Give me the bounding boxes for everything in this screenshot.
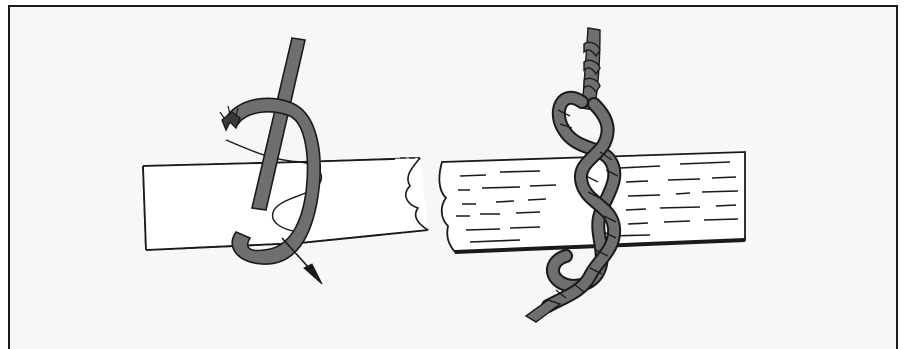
- right-panel: [439, 28, 745, 322]
- left-panel: [143, 38, 428, 284]
